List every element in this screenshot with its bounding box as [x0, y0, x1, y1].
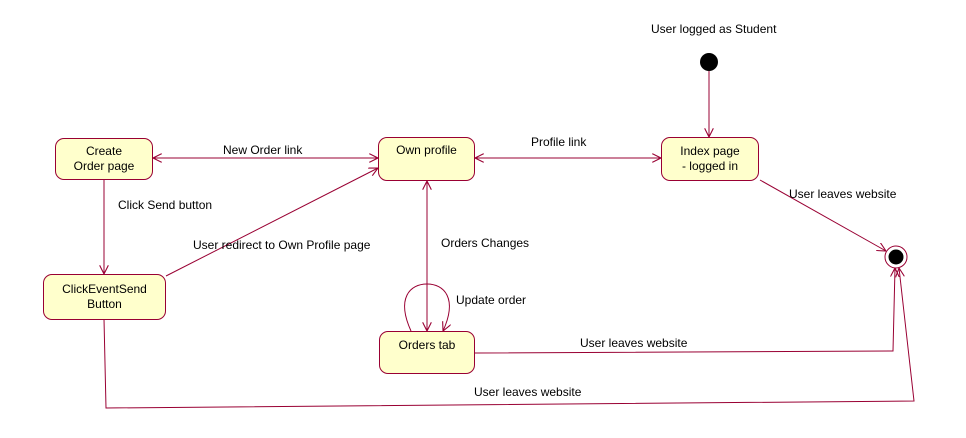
state-own-profile[interactable]: Own profile: [378, 137, 475, 181]
orders-changes-label: Orders Changes: [441, 236, 530, 250]
orders-leaves-label: User leaves website: [580, 336, 688, 350]
edge-redirect: [165, 168, 378, 277]
state-orders-tab[interactable]: Orders tab: [379, 331, 475, 374]
update-order-label: Update order: [456, 293, 527, 307]
initial-state-dot: [700, 53, 718, 71]
initial-state-label: User logged as Student: [651, 22, 777, 36]
edge-click-leaves: [103, 268, 915, 409]
final-state-dot: [888, 249, 904, 265]
state-click-event-send-button[interactable]: ClickEventSend Button: [43, 274, 166, 320]
index-leaves-label: User leaves website: [789, 187, 897, 201]
click-send-button-label: Click Send button: [118, 198, 213, 212]
edge-update-order-loop: [404, 283, 450, 331]
edge-index-leaves: [759, 179, 886, 251]
edge-orders-leaves: [474, 268, 895, 354]
state-create-order-page[interactable]: Create Order page: [55, 138, 153, 180]
new-order-link-label: New Order link: [223, 143, 303, 157]
profile-link-label: Profile link: [531, 135, 587, 149]
redirect-label: User redirect to Own Profile page: [193, 238, 371, 252]
click-leaves-label: User leaves website: [474, 385, 582, 399]
state-index-page[interactable]: Index page - logged in: [661, 137, 759, 181]
